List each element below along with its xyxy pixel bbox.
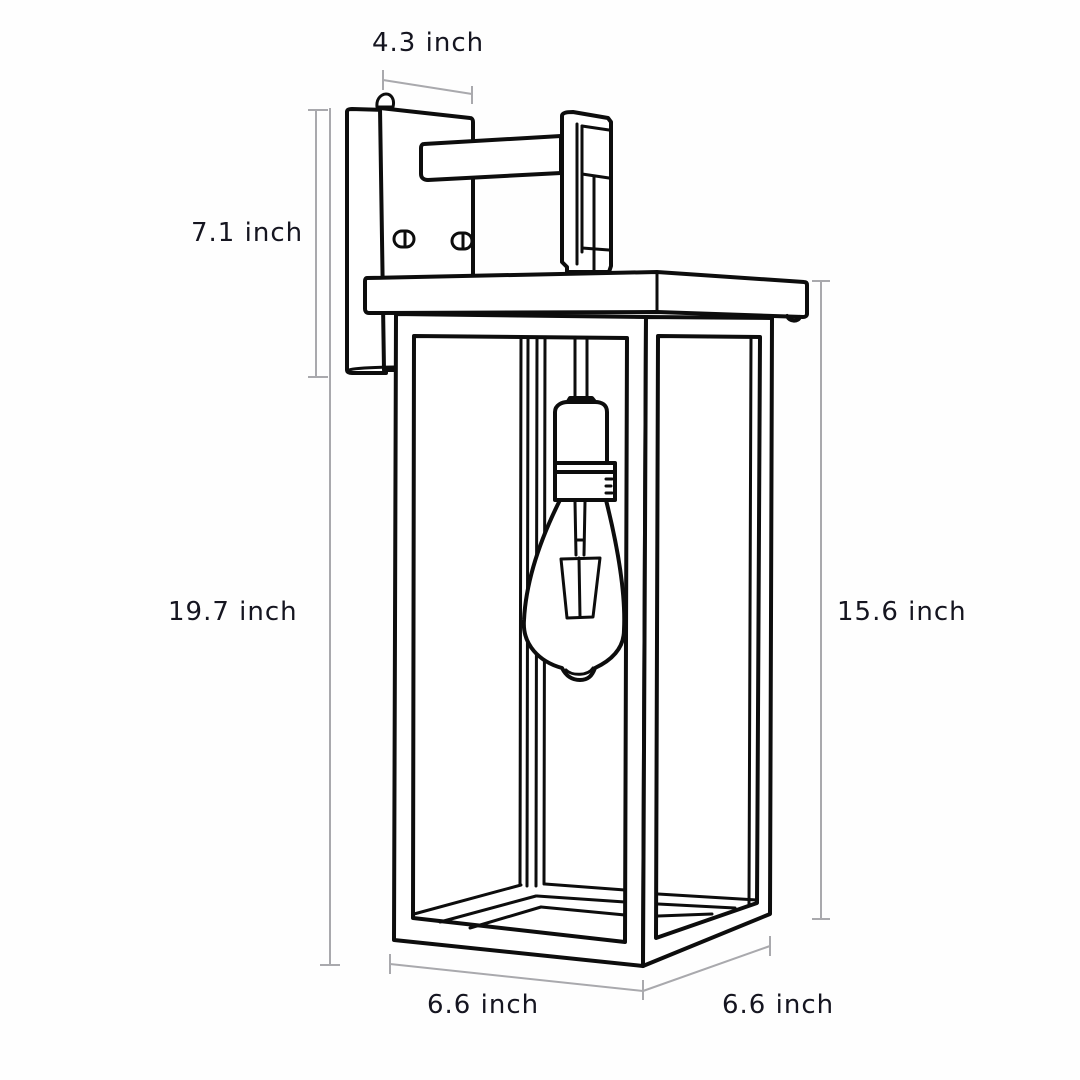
top-cap [363, 270, 809, 323]
dimension-lines [308, 70, 830, 1000]
edison-bulb-icon [521, 498, 627, 682]
screw-icon [450, 231, 474, 251]
pendant-socket [553, 336, 617, 502]
arm [419, 134, 563, 182]
label-width: 6.6 inch [427, 990, 540, 1020]
mounting-screws [392, 229, 474, 251]
screw-icon [392, 229, 416, 249]
dim-line-body-height [812, 280, 830, 920]
hanging-bracket [560, 110, 613, 274]
dim-line-depth [642, 936, 771, 992]
label-body-height: 15.6 inch [837, 597, 967, 627]
lantern-frame-side [641, 315, 774, 968]
label-total-height: 19.7 inch [168, 597, 298, 627]
label-depth: 6.6 inch [722, 990, 835, 1020]
label-extension-depth: 4.3 inch [372, 28, 485, 58]
dim-line-backplate-height [308, 109, 328, 378]
dim-line-total-height [320, 108, 340, 966]
dim-line-extension-depth [382, 70, 473, 104]
label-backplate-height: 7.1 inch [191, 218, 304, 248]
